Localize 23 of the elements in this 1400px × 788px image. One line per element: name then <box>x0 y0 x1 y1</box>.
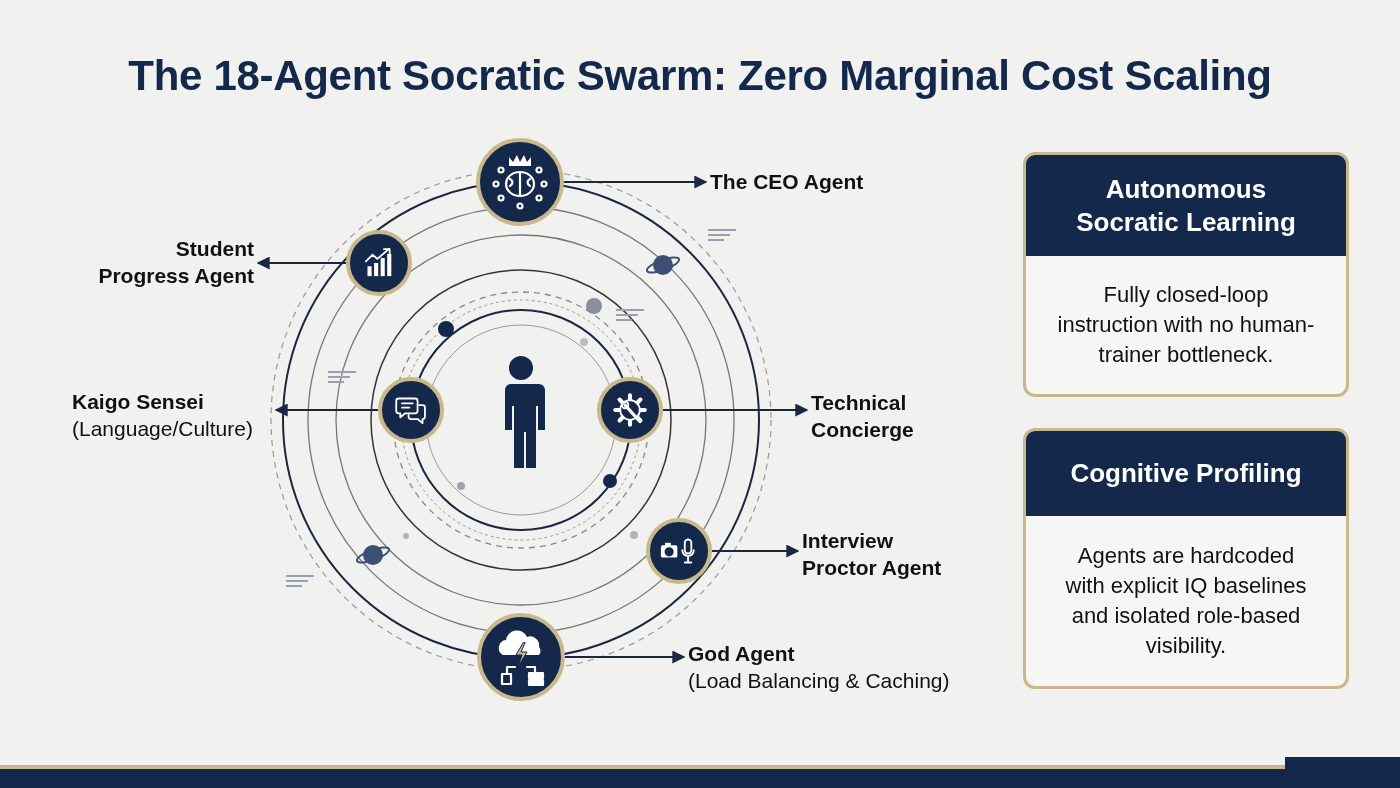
agent-circle <box>378 377 444 443</box>
card-text: Fully closed-loop instruction with no human-trainer bottleneck. <box>1056 281 1316 369</box>
info-card <box>1023 152 1349 397</box>
agent-name: Technical Concierge <box>811 390 915 443</box>
agent-name: The CEO Agent <box>710 169 865 195</box>
agent-role: (Load Balancing & Caching) <box>688 668 951 694</box>
arrow <box>662 403 809 417</box>
card-heading: Cognitive Profiling <box>1026 431 1346 516</box>
agent-circle <box>646 518 712 584</box>
agent-circle <box>346 230 412 296</box>
card-heading: Autonomous Socratic Learning <box>1026 155 1346 256</box>
agent-role: (Language/Culture) <box>72 416 254 442</box>
agent-circle <box>597 377 663 443</box>
agent-name: Kaigo Sensei <box>72 389 205 415</box>
arrow <box>563 175 708 189</box>
arrow <box>274 403 379 417</box>
card-text: Agents are hardcoded with explicit IQ baselines and isolated role-based visibility. <box>1064 542 1308 660</box>
arrow <box>564 650 686 664</box>
agent-name: God Agent <box>688 641 796 667</box>
title: The 18-Agent Socratic Swarm: Zero Marginal Cost Scaling <box>127 52 1273 100</box>
agent-name: Interview Proctor Agent <box>802 528 943 581</box>
info-card <box>1023 428 1349 689</box>
agent-name: Student Progress Agent <box>97 236 254 289</box>
